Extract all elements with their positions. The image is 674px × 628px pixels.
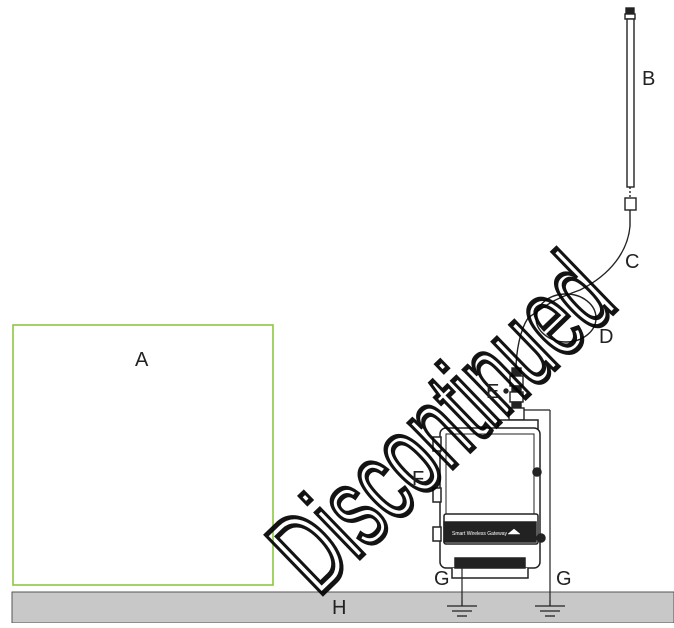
label-h: H xyxy=(332,597,346,619)
label-g-right: G xyxy=(556,568,572,590)
label-f: F xyxy=(412,468,424,490)
ground-icon xyxy=(535,600,565,617)
label-c: C xyxy=(625,251,639,273)
gateway-nameplate: Smart Wireless Gateway xyxy=(452,531,508,537)
ground-strip xyxy=(11,591,674,624)
box-a xyxy=(12,324,274,586)
label-b: B xyxy=(642,68,655,90)
label-e: E xyxy=(486,381,499,403)
label-a: A xyxy=(135,349,149,371)
gateway-enclosure-icon xyxy=(432,419,546,579)
label-g-left: G xyxy=(434,568,450,590)
antenna-icon xyxy=(624,7,637,211)
cable-loop xyxy=(535,293,597,343)
arrestor-ground-wire xyxy=(524,409,551,600)
lightning-arrestor-icon xyxy=(503,367,525,421)
coax-cable xyxy=(515,210,631,371)
ground-icon xyxy=(447,600,477,617)
label-d: D xyxy=(599,326,613,348)
